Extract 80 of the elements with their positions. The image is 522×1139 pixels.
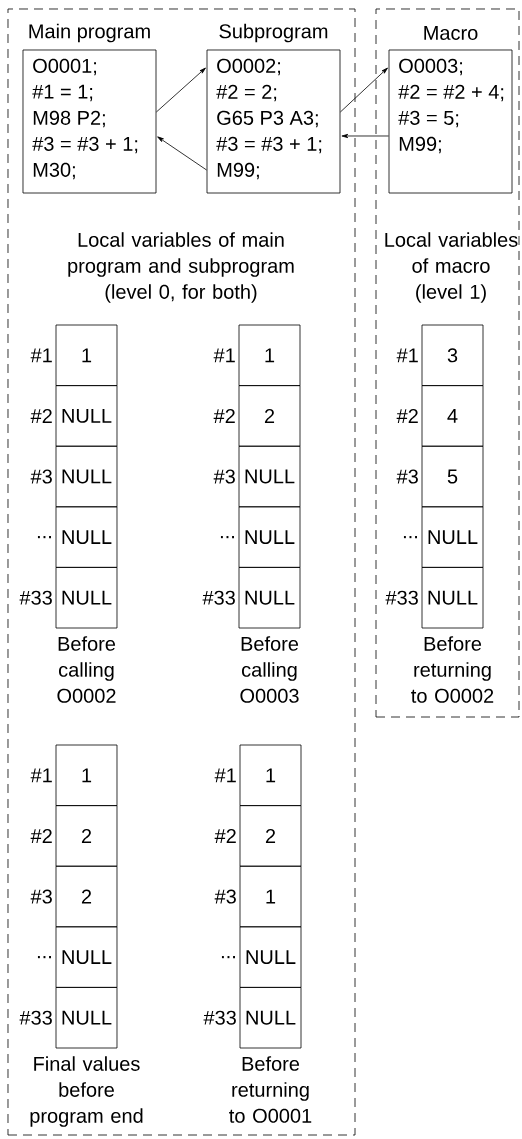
table-cell: NULL	[55, 506, 118, 568]
table-cell: 1	[238, 324, 301, 386]
row-label: #2	[396, 408, 418, 423]
table-cell: 1	[55, 744, 118, 806]
table-cell: NULL	[421, 567, 484, 629]
table-cell: NULL	[55, 987, 118, 1049]
code-line: #2 = 2;	[216, 84, 277, 102]
row-label: ...	[37, 956, 51, 959]
arrow	[340, 67, 388, 113]
dashed-frame	[375, 8, 520, 718]
code-line: M99;	[217, 162, 259, 180]
box-heading: Macro	[424, 26, 478, 40]
code-line: G65 P3 A3;	[217, 110, 318, 128]
row-label: #33	[203, 1010, 236, 1025]
table-cell: 2	[55, 805, 118, 867]
code-line: M30;	[33, 162, 75, 180]
code-line: #3 = #3 + 1;	[216, 136, 322, 154]
table-cell: 3	[421, 324, 484, 386]
code-line: O0001;	[33, 58, 96, 76]
row-label: #1	[213, 348, 235, 363]
code-line: #2 = #2 + 4;	[398, 84, 504, 102]
arrow	[341, 133, 389, 139]
table-cell: NULL	[238, 506, 301, 568]
row-label: #2	[30, 408, 52, 423]
code-line: #1 = 1;	[32, 84, 93, 102]
row-label: #33	[202, 590, 235, 605]
table-cell: NULL	[55, 385, 118, 447]
row-label: #1	[30, 348, 52, 363]
table-cell: 1	[239, 865, 302, 928]
box-heading: Subprogram	[219, 23, 328, 43]
arrow	[157, 136, 207, 171]
state-label: Before returning to O0001	[229, 1056, 312, 1123]
row-label: #2	[213, 408, 235, 423]
table-cell: 2	[239, 805, 302, 867]
row-label: ...	[220, 536, 234, 539]
row-label: ...	[221, 956, 235, 959]
table-cell: NULL	[55, 445, 118, 508]
box-heading: Main program	[29, 23, 150, 43]
table-cell: 2	[55, 865, 118, 928]
table-cell: 1	[239, 744, 302, 806]
table-cell: NULL	[238, 567, 301, 629]
row-label: #3	[213, 469, 235, 484]
state-label: Before calling O0002	[57, 636, 116, 703]
table-cell: NULL	[421, 506, 484, 568]
code-line: M98 P2;	[33, 110, 105, 128]
row-label: #33	[19, 1010, 52, 1025]
row-label: #3	[214, 889, 236, 904]
dashed-frame	[7, 8, 356, 1136]
row-label: #1	[214, 768, 236, 783]
state-label: Before returning to O0002	[411, 636, 494, 703]
arrow	[156, 67, 206, 113]
code-line: M99;	[399, 136, 441, 154]
row-label: #33	[385, 590, 418, 605]
code-line: O0002;	[217, 58, 280, 76]
code-line: #3 = 5;	[398, 110, 459, 128]
state-label: Final values before program end	[30, 1056, 143, 1127]
row-label: #2	[30, 828, 52, 843]
row-label: #3	[30, 469, 52, 484]
section-heading: Local variables of main program and subprogram (level 0, for both)	[68, 232, 294, 303]
table-cell: 2	[238, 385, 301, 447]
state-label: Before calling O0003	[240, 636, 299, 703]
row-label: #3	[30, 889, 52, 904]
code-line: O0003;	[399, 58, 462, 76]
table-cell: NULL	[239, 987, 302, 1049]
code-line: #3 = #3 + 1;	[32, 136, 138, 154]
row-label: #1	[30, 768, 52, 783]
row-label: #1	[396, 348, 418, 363]
table-cell: NULL	[239, 926, 302, 988]
table-cell: NULL	[55, 567, 118, 629]
table-cell: 4	[421, 385, 484, 447]
table-cell: 5	[421, 445, 484, 508]
table-cell: NULL	[238, 445, 301, 508]
row-label: ...	[37, 536, 51, 539]
table-cell: NULL	[55, 926, 118, 988]
row-label: #33	[19, 590, 52, 605]
table-cell: 1	[55, 324, 118, 386]
section-heading: Local variables of macro (level 1)	[385, 232, 518, 303]
row-label: #3	[396, 469, 418, 484]
row-label: #2	[214, 828, 236, 843]
row-label: ...	[403, 536, 417, 539]
